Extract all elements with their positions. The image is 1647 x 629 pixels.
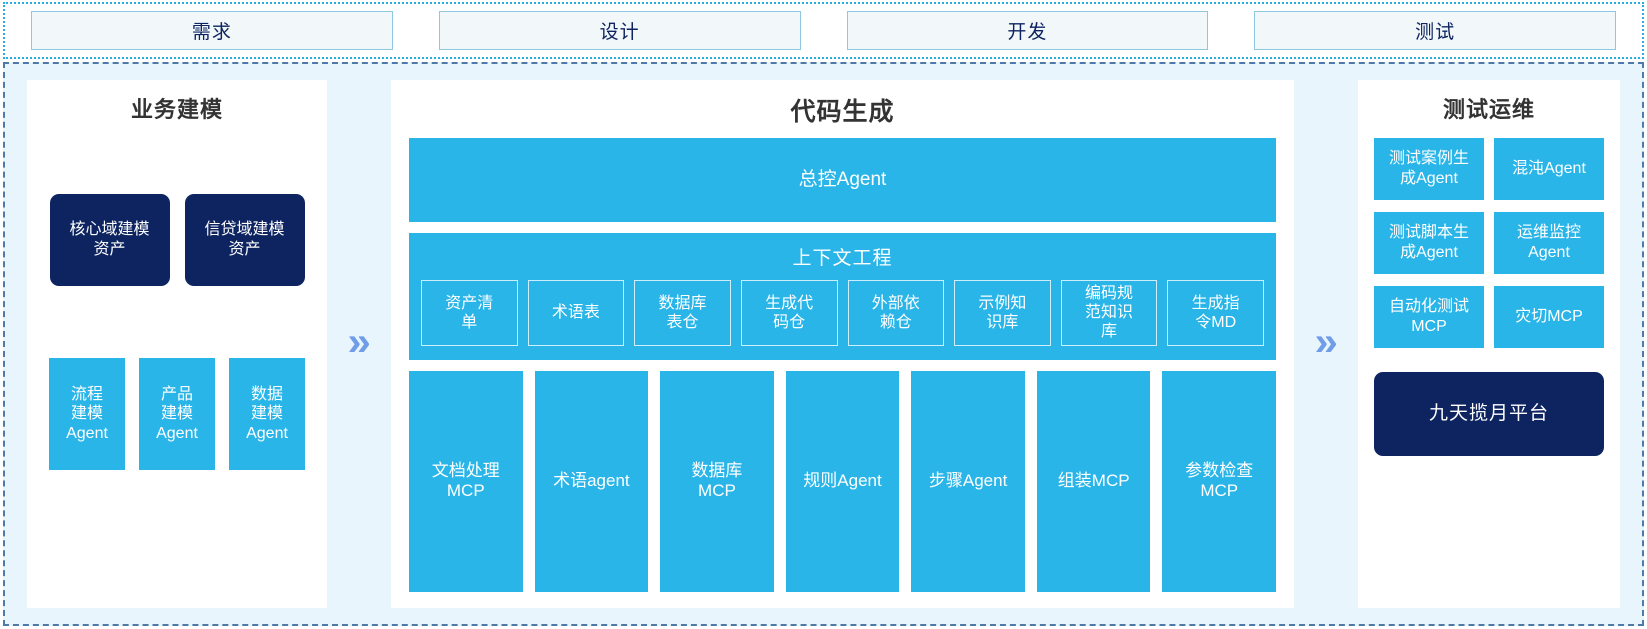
panel-title-business-modeling: 业务建模 xyxy=(130,97,223,122)
phase-tab-design[interactable]: 设计 xyxy=(438,11,801,50)
modeling-agent-row: 流程 建模 Agent 产品 建模 Agent 数据 建模 Agent xyxy=(41,358,313,470)
context-engineering-title: 上下文工程 xyxy=(792,248,893,269)
card-automated-testing-mcp[interactable]: 自动化测试 MCP xyxy=(1374,286,1484,348)
panel-title-code-generation: 代码生成 xyxy=(790,98,895,126)
card-disaster-switch-mcp[interactable]: 灾切MCP xyxy=(1494,286,1604,348)
panel-test-operations: 测试运维 测试案例生 成Agent 混沌Agent 测试脚本生 成Agent 运… xyxy=(1358,80,1620,608)
panel-code-generation: 代码生成 总控Agent 上下文工程 资产清 单 术语表 数据库 表仓 生成代 … xyxy=(391,80,1294,608)
agent-card-data-modeling[interactable]: 数据 建模 Agent xyxy=(229,358,305,470)
double-chevron-right-icon: » xyxy=(347,320,371,364)
tool-card-database-mcp[interactable]: 数据库 MCP xyxy=(660,370,774,592)
tool-card-parameter-check-mcp[interactable]: 参数检查 MCP xyxy=(1162,370,1277,592)
business-modeling-body: 核心域建模 资产 信贷域建模 资产 流程 建模 Agent 产品 建模 Agen… xyxy=(41,132,313,594)
phase-tab-testing[interactable]: 测试 xyxy=(1254,11,1616,50)
agent-card-product-modeling[interactable]: 产品 建模 Agent xyxy=(139,358,215,470)
context-item-external-deps-repo[interactable]: 外部依 赖仓 xyxy=(847,280,945,346)
card-ops-monitoring-agent[interactable]: 运维监控 Agent xyxy=(1494,212,1604,274)
double-chevron-right-icon-2: » xyxy=(1314,320,1338,364)
phase-tab-requirements[interactable]: 需求 xyxy=(31,11,393,50)
main-region: 业务建模 核心域建模 资产 信贷域建模 资产 流程 建模 Agent 产品 建模… xyxy=(3,62,1644,626)
agent-card-process-modeling[interactable]: 流程 建模 Agent xyxy=(49,358,125,470)
phase-tab-development[interactable]: 开发 xyxy=(846,11,1209,50)
flow-chevron-right-icon: » xyxy=(1294,80,1358,608)
context-item-coding-standards[interactable]: 编码规 范知识 库 xyxy=(1060,280,1158,346)
test-operations-body: 测试案例生 成Agent 混沌Agent 测试脚本生 成Agent 运维监控 A… xyxy=(1374,132,1604,594)
context-item-generation-prompt-md[interactable]: 生成指 令MD xyxy=(1167,280,1264,346)
card-test-script-generation-agent[interactable]: 测试脚本生 成Agent xyxy=(1374,212,1484,274)
tool-card-rule-agent[interactable]: 规则Agent xyxy=(785,370,900,592)
asset-card-core-domain[interactable]: 核心域建模 资产 xyxy=(49,194,170,286)
context-engineering-block: 上下文工程 资产清 单 术语表 数据库 表仓 生成代 码仓 外部依 赖仓 示例知… xyxy=(409,233,1276,360)
context-item-example-knowledge[interactable]: 示例知 识库 xyxy=(954,280,1051,346)
code-generation-tool-row: 文档处理 MCP 术语agent 数据库 MCP 规则Agent 步骤Agent… xyxy=(409,370,1277,592)
modeling-asset-row: 核心域建模 资产 信贷域建模 资产 xyxy=(41,194,313,286)
tool-card-assembly-mcp[interactable]: 组装MCP xyxy=(1036,370,1151,592)
phase-strip: 需求 设计 开发 测试 xyxy=(3,2,1644,59)
context-item-glossary[interactable]: 术语表 xyxy=(527,280,625,346)
context-engineering-items: 资产清 单 术语表 数据库 表仓 生成代 码仓 外部依 赖仓 示例知 识库 编码… xyxy=(421,280,1264,346)
platform-card-jiutian-lanyue[interactable]: 九天揽月平台 xyxy=(1374,372,1604,456)
context-item-asset-inventory[interactable]: 资产清 单 xyxy=(421,280,518,346)
tool-card-glossary-agent[interactable]: 术语agent xyxy=(534,370,649,592)
flow-chevron-left-icon: » xyxy=(327,80,391,608)
code-generation-body: 总控Agent 上下文工程 资产清 单 术语表 数据库 表仓 生成代 码仓 外部… xyxy=(409,138,1277,592)
panel-business-modeling: 业务建模 核心域建模 资产 信贷域建模 资产 流程 建模 Agent 产品 建模… xyxy=(27,80,327,608)
asset-card-credit-domain[interactable]: 信贷域建模 资产 xyxy=(184,194,305,286)
panel-title-test-operations: 测试运维 xyxy=(1442,97,1535,122)
card-chaos-agent[interactable]: 混沌Agent xyxy=(1494,138,1604,200)
master-control-agent-bar[interactable]: 总控Agent xyxy=(409,138,1276,222)
card-test-case-generation-agent[interactable]: 测试案例生 成Agent xyxy=(1374,138,1484,200)
test-operations-grid: 测试案例生 成Agent 混沌Agent 测试脚本生 成Agent 运维监控 A… xyxy=(1374,138,1604,348)
tool-card-document-processing-mcp[interactable]: 文档处理 MCP xyxy=(409,370,523,592)
context-item-db-table-repo[interactable]: 数据库 表仓 xyxy=(634,280,731,346)
context-item-generated-code-repo[interactable]: 生成代 码仓 xyxy=(740,280,838,346)
tool-card-step-agent[interactable]: 步骤Agent xyxy=(911,370,1025,592)
